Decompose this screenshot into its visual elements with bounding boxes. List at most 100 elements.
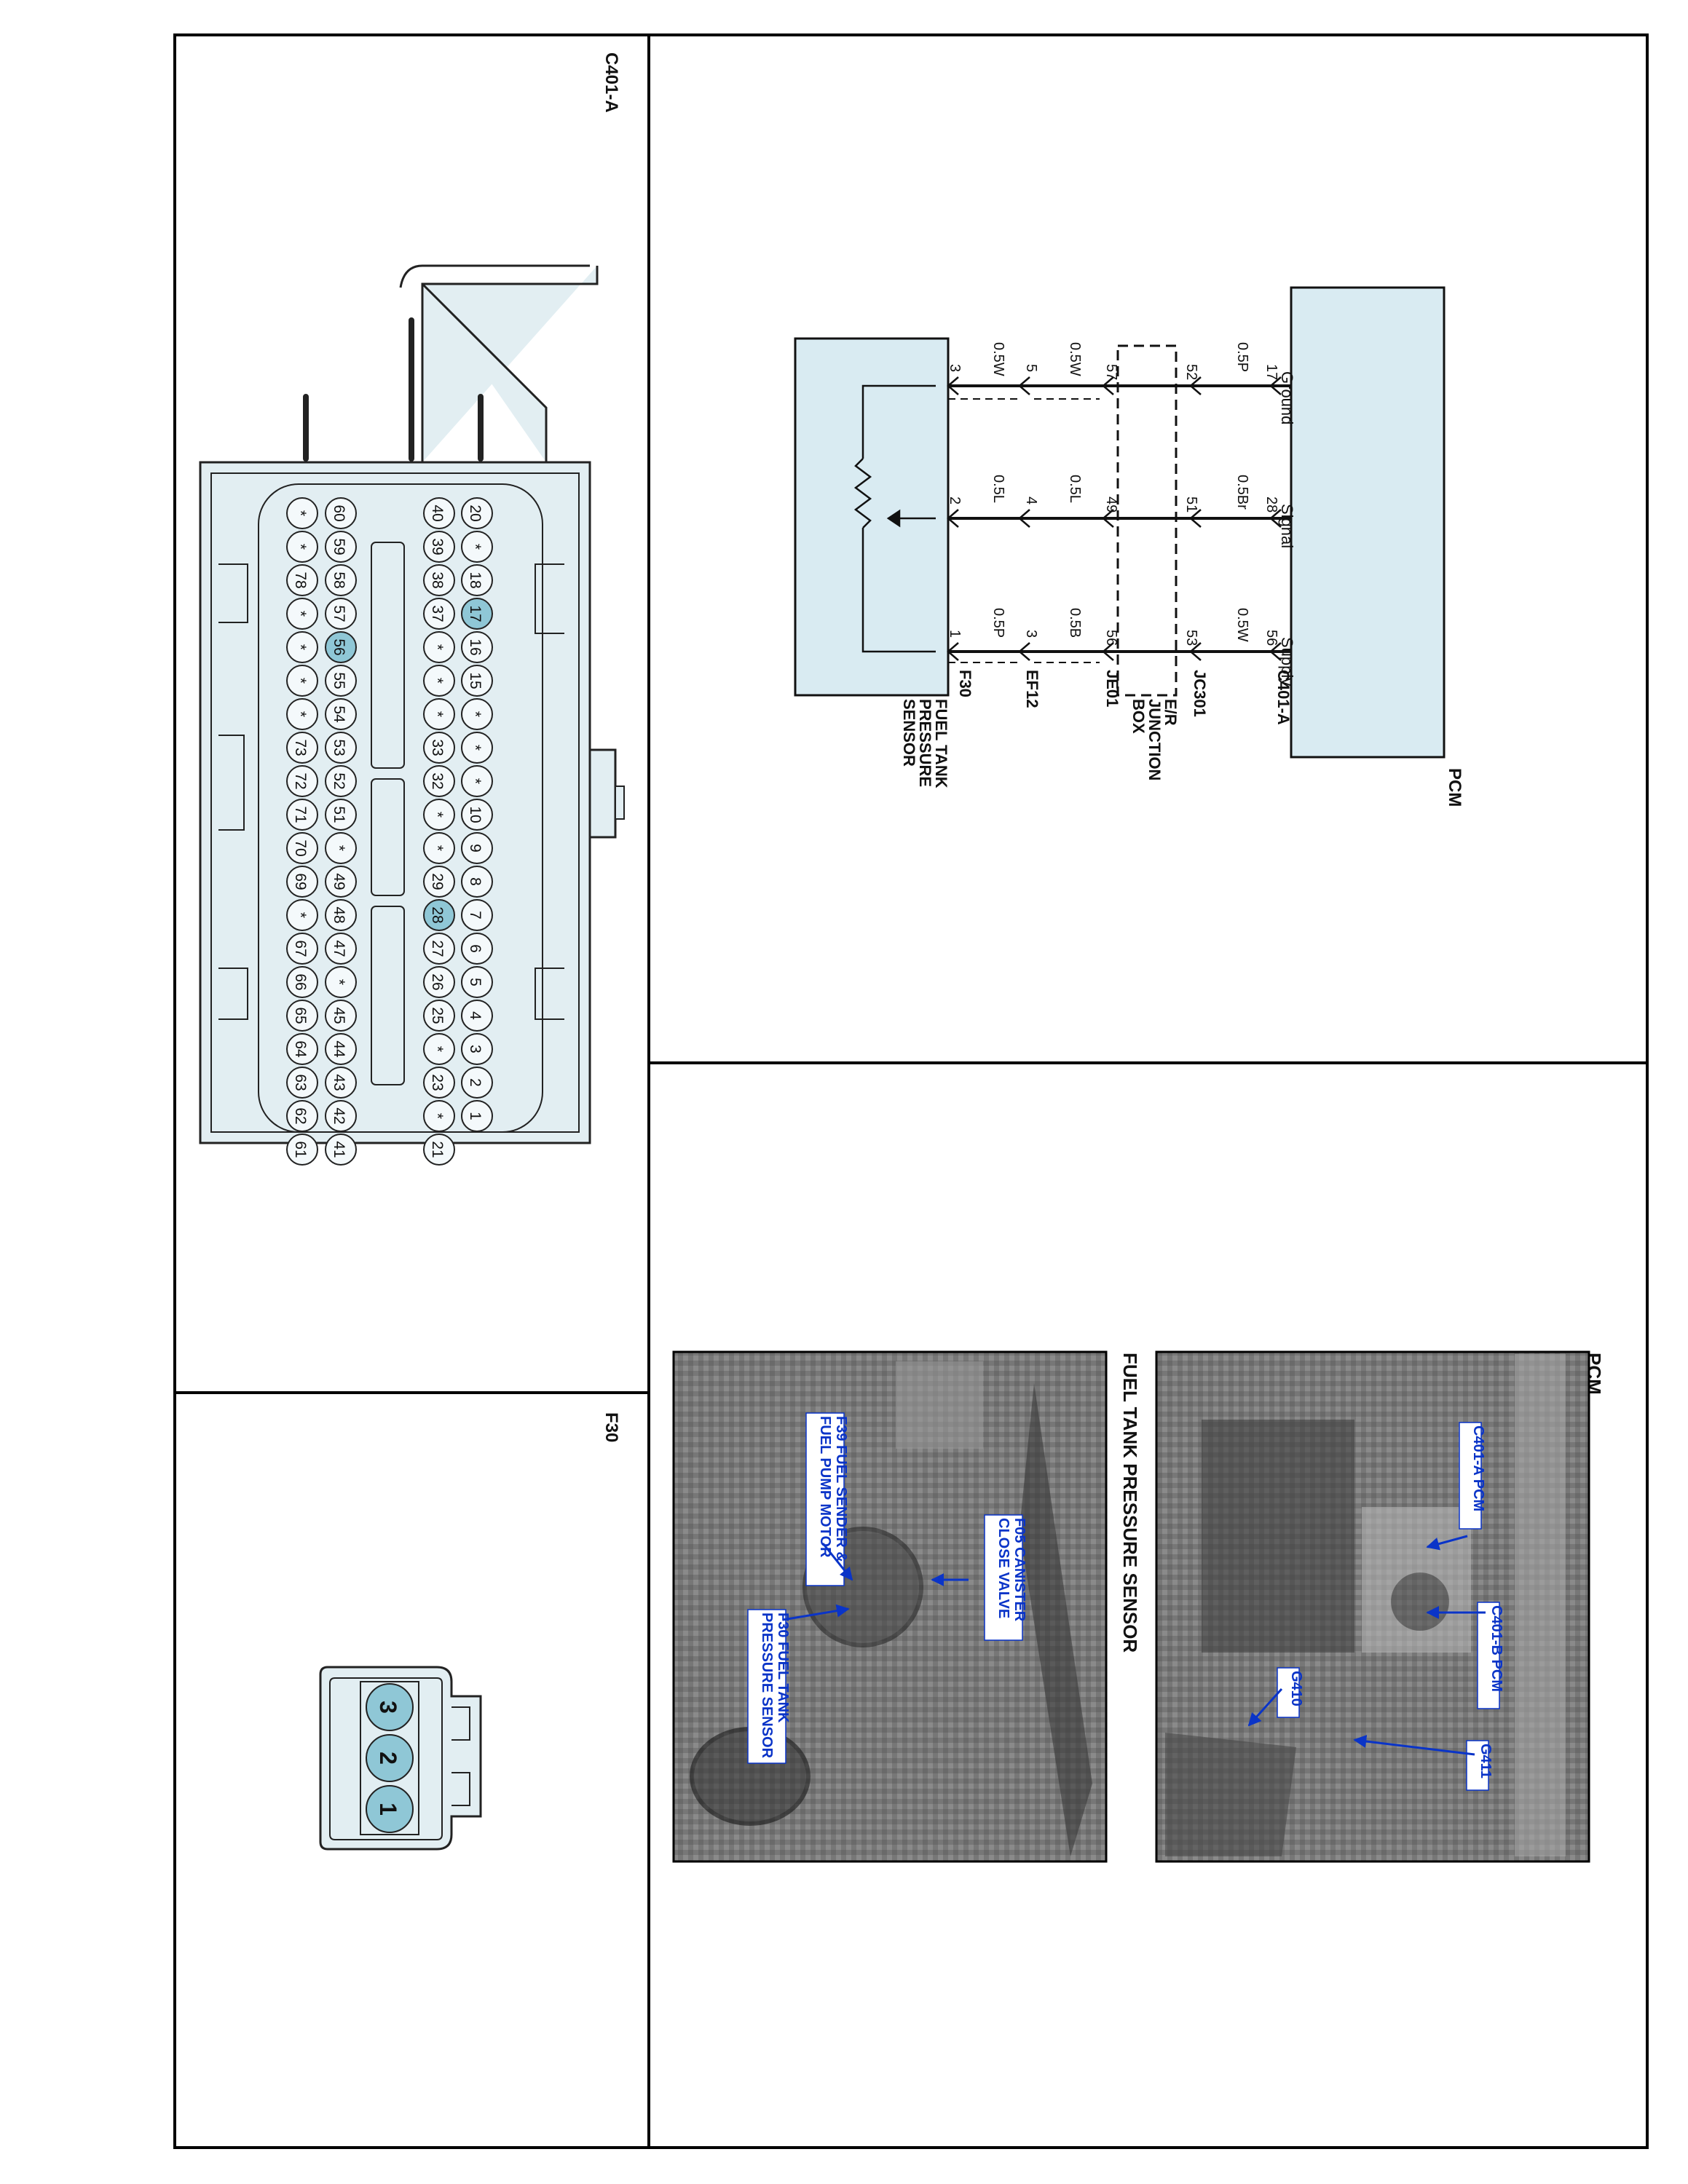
c401a-pin-label: 70 (292, 839, 309, 856)
c401a-pin-6 (461, 933, 493, 965)
c401a-pin-label: 3 (467, 1045, 484, 1053)
connector-chevron (947, 509, 959, 528)
connector-chevron (1102, 509, 1114, 528)
c401a-pin-56 (325, 631, 357, 663)
c401a-pin-67 (286, 933, 318, 965)
c401a-pin-label: * (292, 711, 309, 717)
potentiometer-symbol (853, 384, 936, 653)
c401a-pin-17 (461, 598, 493, 630)
callout-g410: G410 (1247, 1667, 1304, 1727)
callout-c401b-pcm-box (1477, 1602, 1500, 1709)
fuel-photo-panel: FUEL TANK PRESSURE SENSOR F05 CANISTERCL… (672, 1350, 1141, 1863)
c401a-pin-71 (286, 799, 318, 831)
shield-lines (948, 398, 1100, 663)
c401a-pin-label: * (292, 912, 309, 918)
callout-f39-fuel-sender-box (805, 1412, 845, 1586)
wire-spec-pcm: 0.5W (1234, 608, 1250, 642)
c401a-pin-33 (423, 732, 455, 764)
c401a-pin-empty (286, 598, 318, 630)
connector-chevron (947, 642, 959, 661)
c401a-connector-body (199, 264, 625, 1144)
c401a-connector-label: C401-A (1274, 670, 1293, 725)
sensor-label: SENSOR (900, 699, 918, 767)
c401a-pin-label: 2 (467, 1078, 484, 1087)
c401a-pin-18 (461, 564, 493, 596)
c401a-pin-49 (325, 866, 357, 898)
fuel-photo-title: FUEL TANK PRESSURE SENSOR (1119, 1353, 1141, 1653)
c401a-pin-label: * (467, 745, 484, 751)
c401a-pin-empty (286, 698, 318, 730)
c401a-pin-26 (423, 966, 455, 998)
c401a-pin-78 (286, 564, 318, 596)
c401a-pin-empty (286, 531, 318, 563)
jc301-connector-label: JC301 (1191, 670, 1209, 717)
c401a-circuit-pin: 28 (1263, 496, 1279, 513)
wire-spec-je01: 0.5B (1067, 608, 1083, 638)
c401a-pin-label: 47 (331, 940, 347, 957)
c401a-pin-59 (325, 531, 357, 563)
c401a-pin-empty (286, 665, 318, 697)
c401a-pin-label: 1 (467, 1112, 484, 1120)
f30-pin-3 (366, 1683, 414, 1731)
c401a-pin-66 (286, 966, 318, 998)
c401a-pin-65 (286, 1000, 318, 1032)
c401a-pin-label: * (429, 845, 446, 851)
c401a-pin-15 (461, 665, 493, 697)
f30-connector-label: F30 (956, 670, 974, 697)
f30-pin-label: 3 (375, 1701, 401, 1714)
wire-spec-je01: 0.5L (1067, 475, 1083, 503)
c401a-pin-empty (286, 497, 318, 529)
c401a-pin-label: * (429, 1113, 446, 1119)
c401a-pin-9 (461, 832, 493, 864)
je01-connector-label: JE01 (1103, 670, 1121, 707)
c401a-pin-16 (461, 631, 493, 663)
pcm-label: PCM (1445, 768, 1464, 807)
c401a-circuit-pin: 56 (1263, 630, 1279, 646)
c401a-pin-label: 45 (331, 1007, 347, 1024)
c401a-pin-52 (325, 765, 357, 797)
callout-c401a-pcm: C401-A PCM (1426, 1422, 1486, 1551)
connector-chevron (1189, 376, 1202, 395)
callout-g411-arrow (1353, 1735, 1475, 1756)
c401a-pin-58 (325, 564, 357, 596)
c401a-pin-label: 58 (331, 571, 347, 588)
callout-f30-sensor-box (747, 1609, 786, 1764)
connector-chevron (1269, 509, 1282, 528)
c401a-pin-label: 65 (292, 1007, 309, 1024)
page-frame (173, 33, 1649, 2149)
c401a-title: C401-A (602, 52, 621, 113)
jc301-pin: 53 (1183, 630, 1199, 646)
pcm-pin-supply: Supply (1278, 637, 1296, 686)
c401a-pin-empty (423, 1033, 455, 1065)
c401a-pin-label: 7 (467, 911, 484, 919)
wire-spec-je01: 0.5W (1067, 342, 1083, 376)
c401a-pin-label: 60 (331, 505, 347, 521)
c401a-pin-label: 69 (292, 873, 309, 890)
c401a-pin-label: 33 (429, 739, 446, 756)
callout-g411-text: G411 (1478, 1744, 1494, 1779)
c401a-pin-64 (286, 1033, 318, 1065)
callout-g411-box (1466, 1740, 1489, 1791)
f30-circuit-pin: 3 (947, 364, 963, 372)
callout-f05-canister-text: CLOSE VALVE (995, 1518, 1011, 1618)
c401a-pin-label: 25 (429, 1007, 446, 1024)
c401a-pin-empty (461, 732, 493, 764)
c401a-pin-20 (461, 497, 493, 529)
c401a-pin-empty (325, 966, 357, 998)
c401a-pin-label: 9 (467, 844, 484, 852)
callout-g410-arrow (1247, 1688, 1283, 1727)
junction-box-outline (1116, 344, 1178, 697)
c401a-pin-51 (325, 799, 357, 831)
wire-spec-ef12: 0.5P (990, 608, 1006, 638)
c401a-pin-70 (286, 832, 318, 864)
c401a-pin-empty (461, 698, 493, 730)
c401a-pin-label: 44 (331, 1040, 347, 1058)
c401a-pin-label: * (331, 979, 347, 985)
connector-chevron (1018, 509, 1030, 528)
c401a-pin-label: 21 (429, 1141, 446, 1158)
c401a-pin-label: 56 (331, 638, 347, 655)
callout-c401a-pcm-text: C401-A PCM (1470, 1425, 1486, 1511)
